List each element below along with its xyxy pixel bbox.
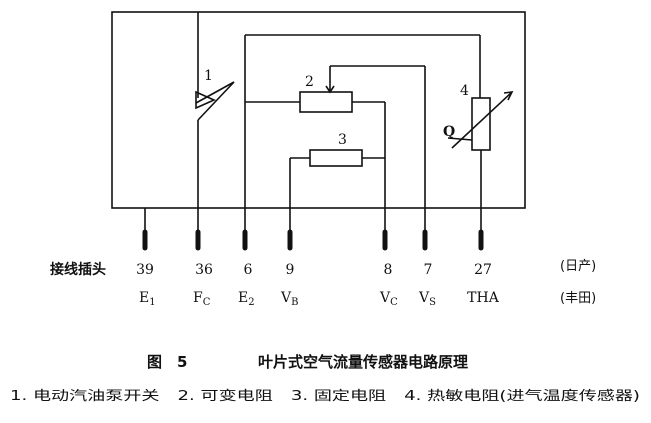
variable-resistor [299,65,426,230]
figure-legend: 1. 电动汽油泵开关 2. 可变电阻 3. 固定电阻 4. 热敏电阻(进气温度传… [10,388,640,404]
nissan-label: (日产) [560,259,596,274]
pin-number-vb: 9 [286,262,295,278]
toyota-label: (丰田) [560,291,596,306]
fuel-pump-switch [195,12,235,230]
thermistor-number-label: 4 [460,83,469,99]
pin-number-fc: 36 [195,262,213,278]
pin-name-vc: VC [379,290,398,308]
variable-resistor-number-label: 2 [305,74,314,90]
fixed-resistor-number-label: 3 [338,132,347,148]
thermistor [447,91,514,230]
pin-number-vc: 8 [384,262,393,278]
pin-number-tha: 27 [474,262,492,278]
e2-wire [244,34,481,230]
fixed-resistor [289,149,385,230]
pin-number-vs: 7 [424,262,433,278]
pin-number-e1: 39 [136,262,154,278]
thermistor-q-label: Q [443,124,455,140]
figure-number: 图 5 [147,353,187,371]
pin-name-vb: VB [280,290,298,308]
connector-row-label: 接线插头 [50,261,106,278]
pin-number-e2: 6 [244,262,253,278]
figure-title: 叶片式空气流量传感器电路原理 [258,353,468,371]
connector-pins [142,229,484,251]
switch-number-label: 1 [204,68,213,84]
pin-name-vs: VS [418,290,436,308]
pin-name-fc: FC [193,290,211,308]
pin-name-tha: THA [467,290,500,306]
sensor-enclosure [111,11,526,209]
pin-name-e2: E2 [238,290,255,308]
pin-name-e1: E1 [139,290,156,308]
